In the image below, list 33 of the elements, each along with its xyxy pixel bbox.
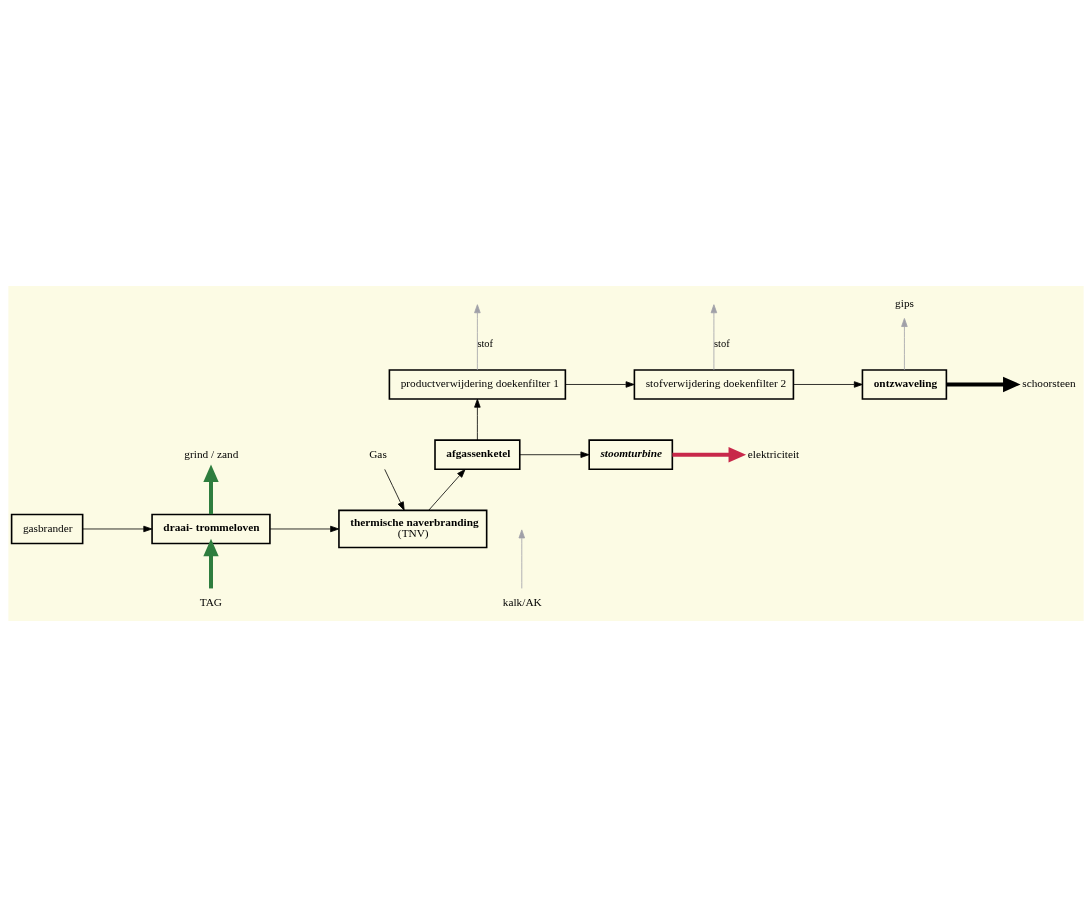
- arrow: [384, 468, 405, 511]
- edge-label: stof: [477, 337, 494, 349]
- node-text: TAG: [199, 595, 223, 608]
- node-box: ontzwaveling: [861, 368, 948, 400]
- node-box: productverwijdering doekenfilter 1: [388, 368, 567, 400]
- arrow: [518, 529, 525, 589]
- arrow: [203, 538, 219, 588]
- node-box: draai- trommeloven: [151, 513, 271, 544]
- arrow: [269, 525, 340, 532]
- arrow: [793, 380, 863, 388]
- arrow: [474, 398, 481, 440]
- arrow: [203, 463, 219, 514]
- node-box: afgassenketel: [434, 438, 521, 470]
- node-text: gips: [895, 296, 914, 309]
- edge-label: stof: [713, 337, 730, 349]
- arrow: [82, 525, 153, 532]
- node-text: grind / zand: [184, 447, 239, 460]
- arrow: [519, 451, 590, 458]
- arrow: [672, 446, 747, 462]
- node-text: schoorsteen: [1022, 376, 1076, 389]
- arrow: [474, 303, 481, 370]
- node-text: elektriciteit: [747, 447, 800, 460]
- node-text: kalk/AK: [502, 595, 542, 608]
- arrow: [946, 376, 1021, 392]
- arrow: [901, 317, 908, 370]
- node-box: stoomturbine: [588, 438, 674, 470]
- arrow: [710, 303, 718, 370]
- arrow: [428, 468, 466, 511]
- node-text: Gas: [369, 447, 387, 460]
- node-box: gasbrander: [10, 513, 84, 544]
- arrow: [565, 380, 635, 388]
- node-box: thermische naverbranding (TNV): [338, 509, 488, 548]
- node-box: stofverwijdering doekenfilter 2: [633, 368, 795, 400]
